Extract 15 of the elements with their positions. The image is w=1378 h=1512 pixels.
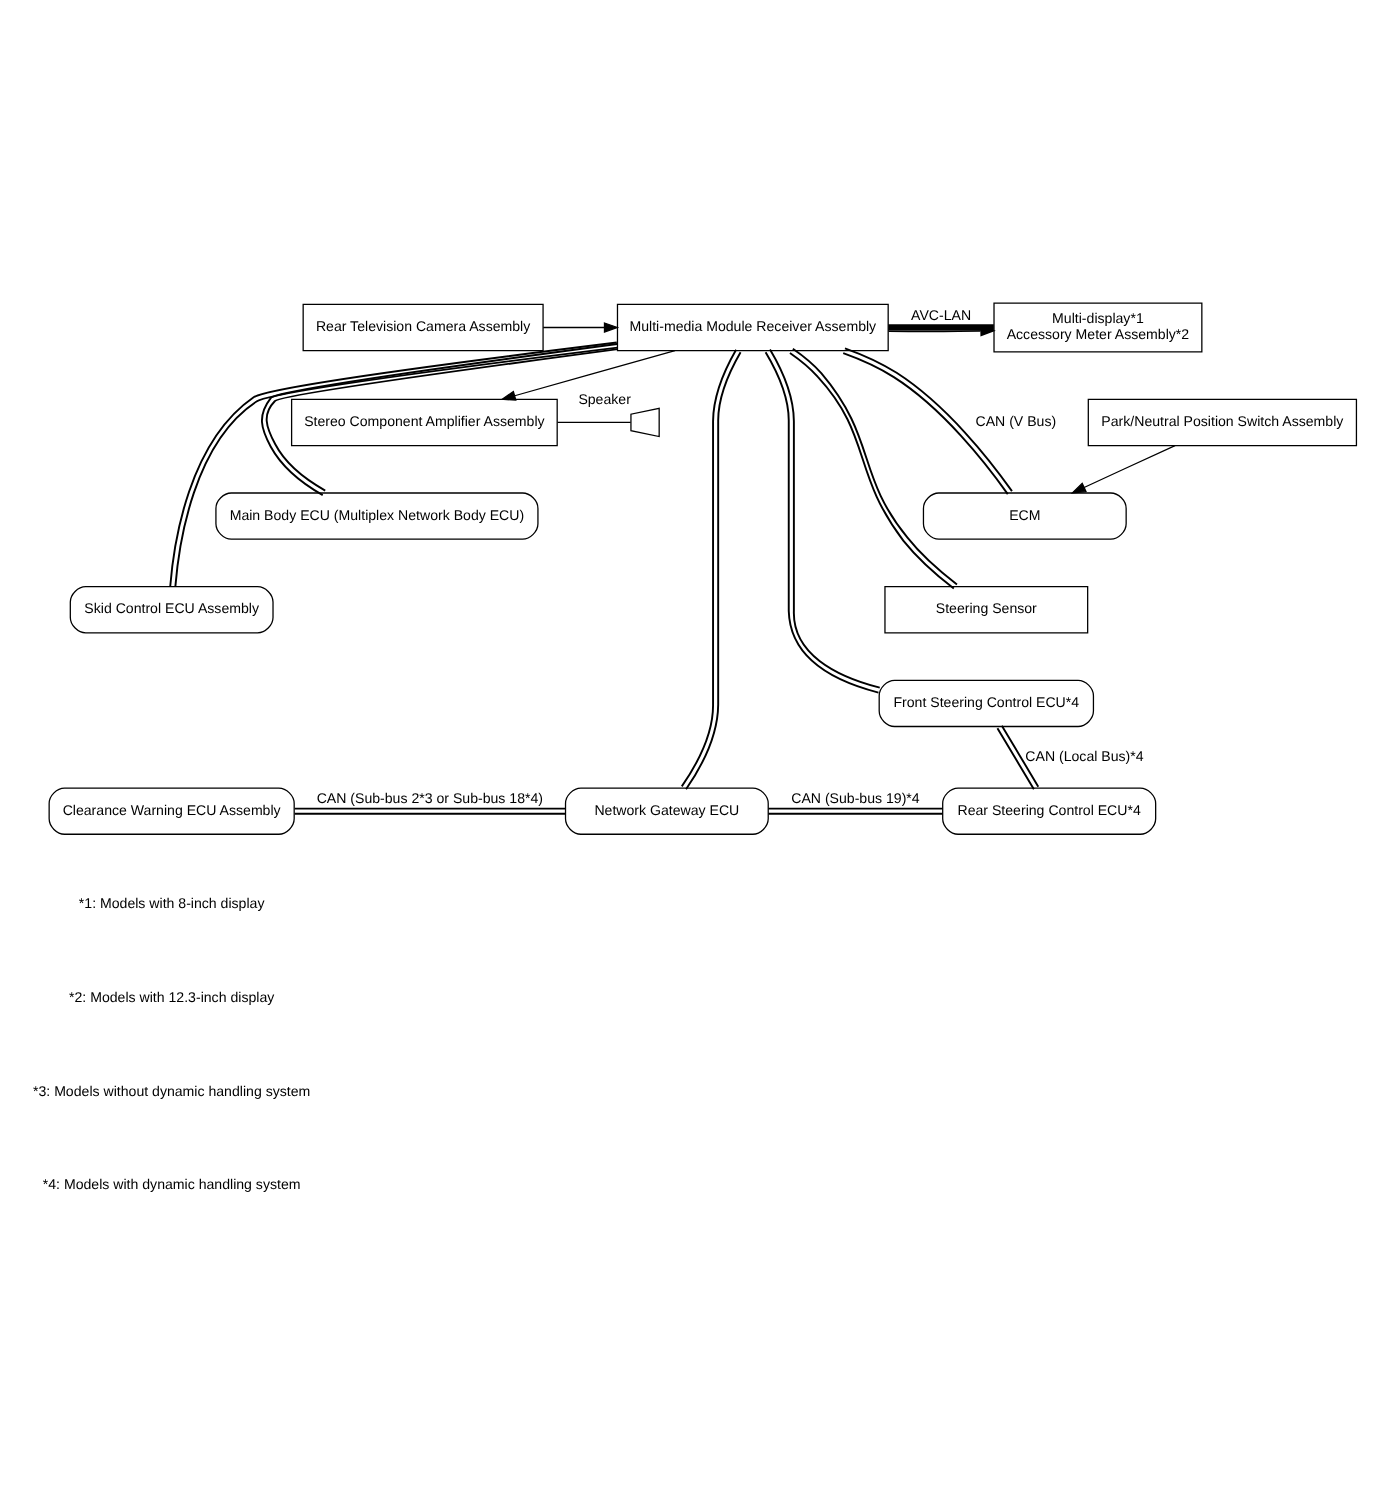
arrow (1070, 444, 1176, 494)
connector (680, 348, 742, 791)
connector (764, 348, 881, 694)
connector (996, 724, 1040, 791)
connector (556, 421, 632, 424)
connector (842, 347, 1013, 496)
connector (169, 341, 619, 588)
connector (888, 324, 994, 331)
connector (293, 807, 567, 815)
arrow (542, 322, 620, 333)
node-speaker (630, 407, 660, 438)
connector (789, 347, 958, 590)
connector (261, 343, 619, 496)
connector (767, 807, 944, 815)
arrow (500, 350, 676, 401)
